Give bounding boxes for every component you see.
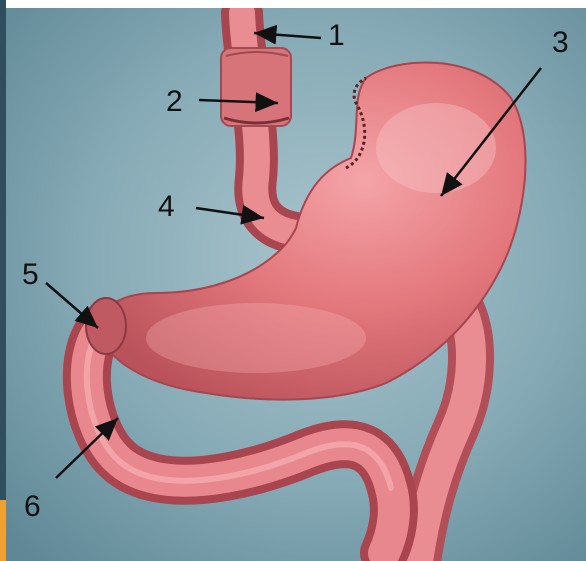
label-6: 6: [24, 490, 41, 523]
esophageal-cuff: [221, 48, 291, 126]
pylorus: [86, 298, 126, 354]
label-4: 4: [158, 190, 175, 223]
label-2: 2: [166, 85, 183, 118]
label-1: 1: [328, 19, 345, 52]
label-3: 3: [552, 26, 569, 59]
stomach-illustration: 1 2 3 4 5 6: [6, 8, 586, 561]
label-5: 5: [22, 258, 39, 291]
